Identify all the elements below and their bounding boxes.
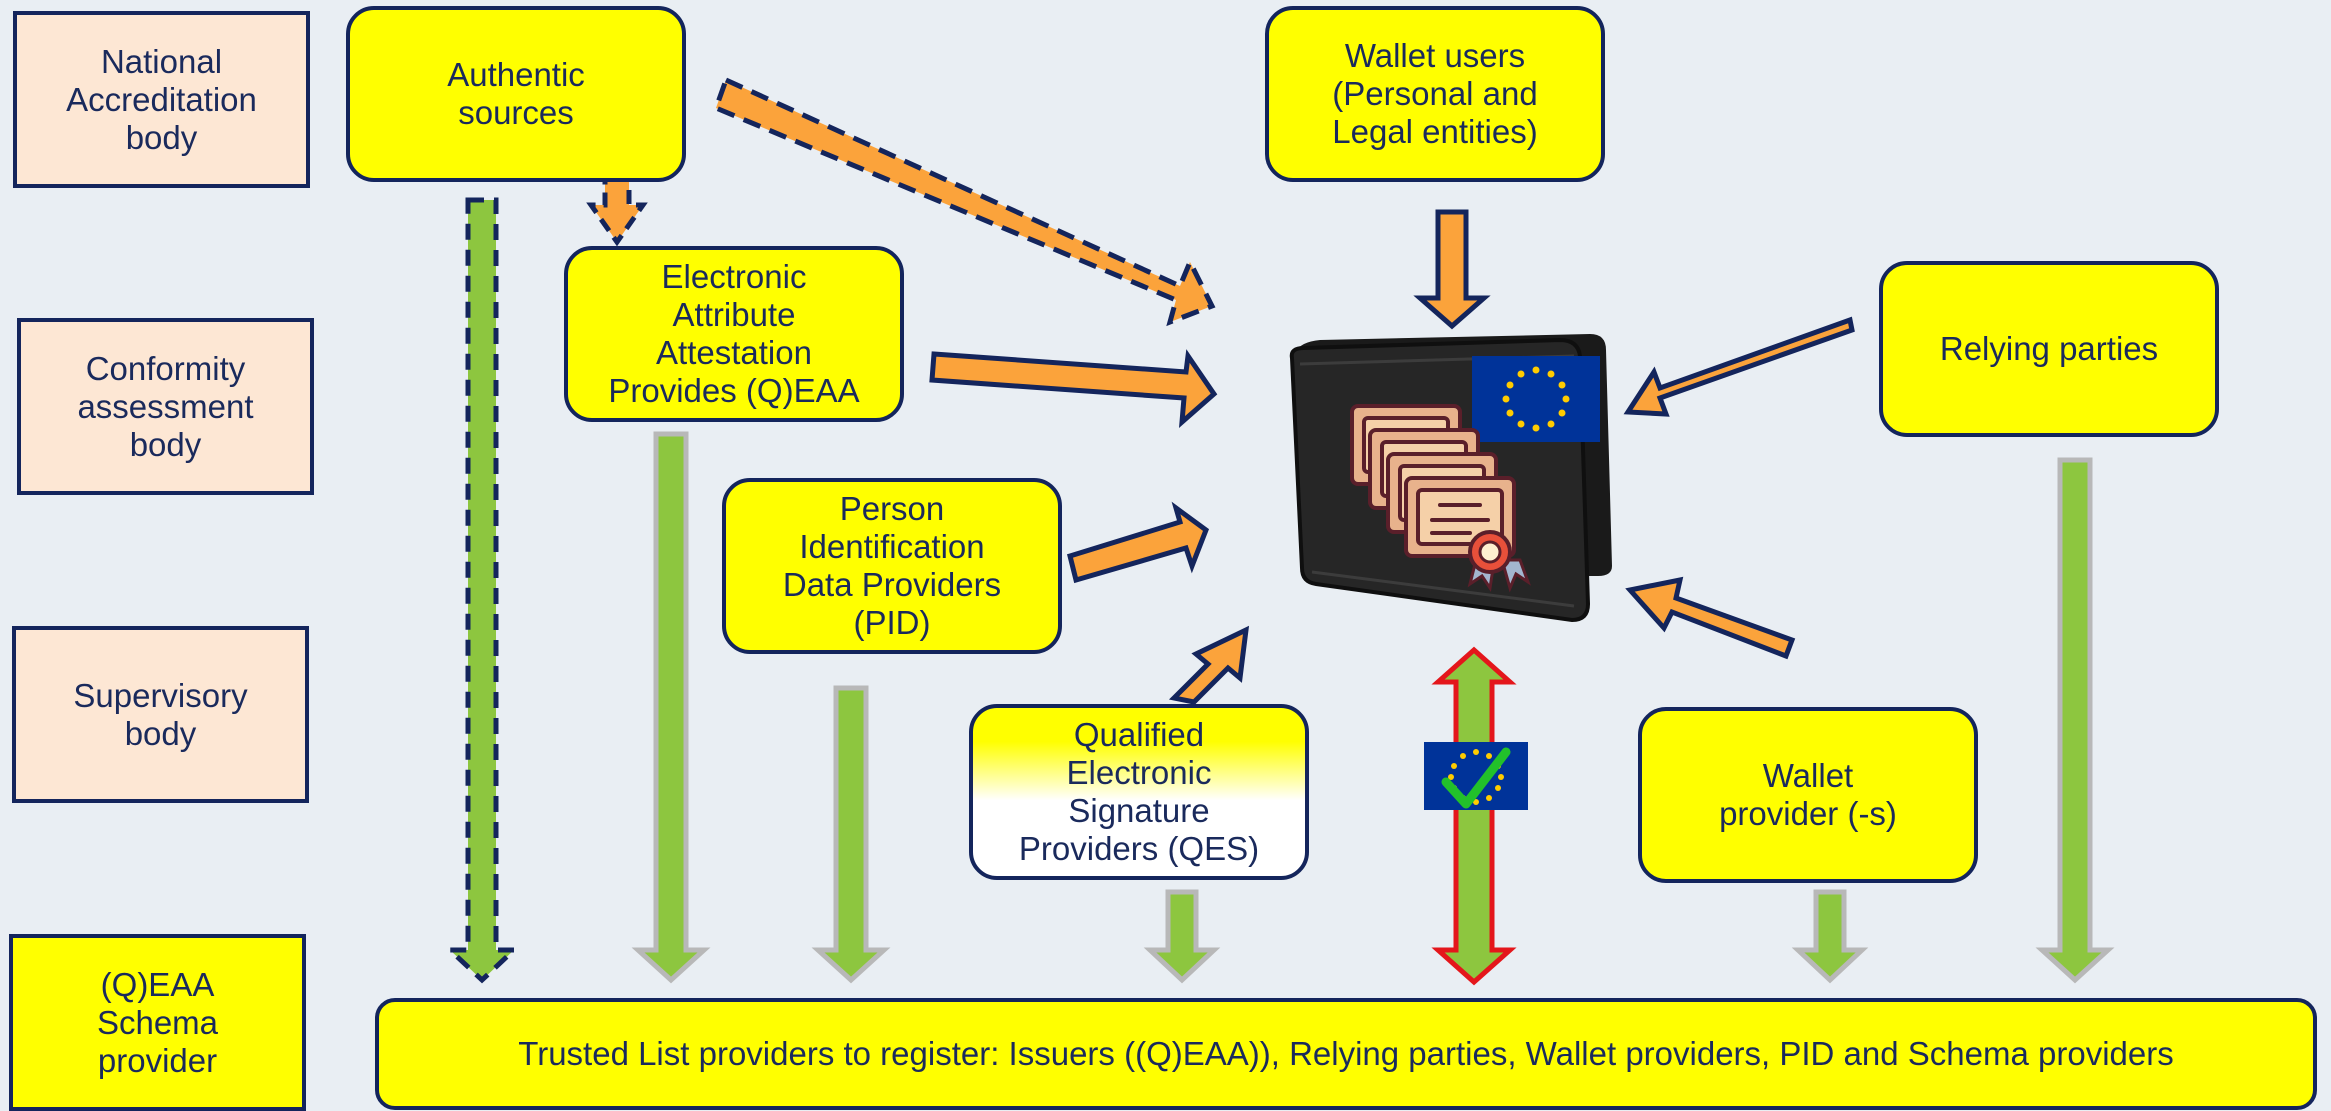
arrow-qes-to-wallet [1168, 625, 1250, 705]
pid-providers-box: Person Identification Data Providers (PI… [722, 478, 1062, 654]
eu-wallet-icon [1289, 334, 1612, 623]
arrow-eaa-to-wallet [929, 349, 1218, 428]
arrow-qes-to-trusted [1143, 889, 1221, 984]
arrow-authentic-to-trusted [443, 197, 521, 984]
trusted-list-providers-bar: Trusted List providers to register: Issu… [375, 998, 2317, 1110]
eaa-providers-box: Electronic Attribute Attestation Provide… [564, 246, 904, 422]
arrow-eaa-to-trusted [631, 431, 711, 984]
national-accreditation-body: National Accreditation body [13, 11, 310, 188]
relying-parties-box: Relying parties [1879, 261, 2219, 437]
arrow-pid-to-trusted [811, 685, 891, 984]
certificate-stack-icon [1350, 404, 1531, 593]
qes-providers-box: Qualified Electronic Signature Providers… [969, 704, 1309, 880]
eu-flag-icon [1472, 356, 1600, 442]
wallet-providers-box: Wallet provider (-s) [1638, 707, 1978, 883]
arrow-pid-to-wallet [1067, 501, 1210, 584]
arrow-rp-to-trusted [2035, 457, 2115, 984]
orange-arrows [586, 76, 1855, 705]
arrow-authentic-to-wallet [712, 76, 1216, 327]
authentic-sources-box: Authentic sources [346, 6, 686, 182]
arrow-wallet-trusted-bidirectional [1431, 646, 1517, 986]
trust-mark-icon [1424, 742, 1528, 810]
green-arrows [443, 197, 2115, 986]
qeaa-schema-provider: (Q)EAA Schema provider [9, 934, 306, 1111]
arrow-walletprov-to-wallet [1625, 576, 1796, 660]
wallet-users-box: Wallet users (Personal and Legal entitie… [1265, 6, 1605, 182]
conformity-assessment-body: Conformity assessment body [17, 318, 314, 495]
arrow-users-to-wallet [1413, 209, 1491, 330]
supervisory-body: Supervisory body [12, 626, 309, 803]
arrow-rp-to-wallet [1623, 316, 1855, 417]
arrow-walletprov-to-trusted [1791, 889, 1869, 984]
